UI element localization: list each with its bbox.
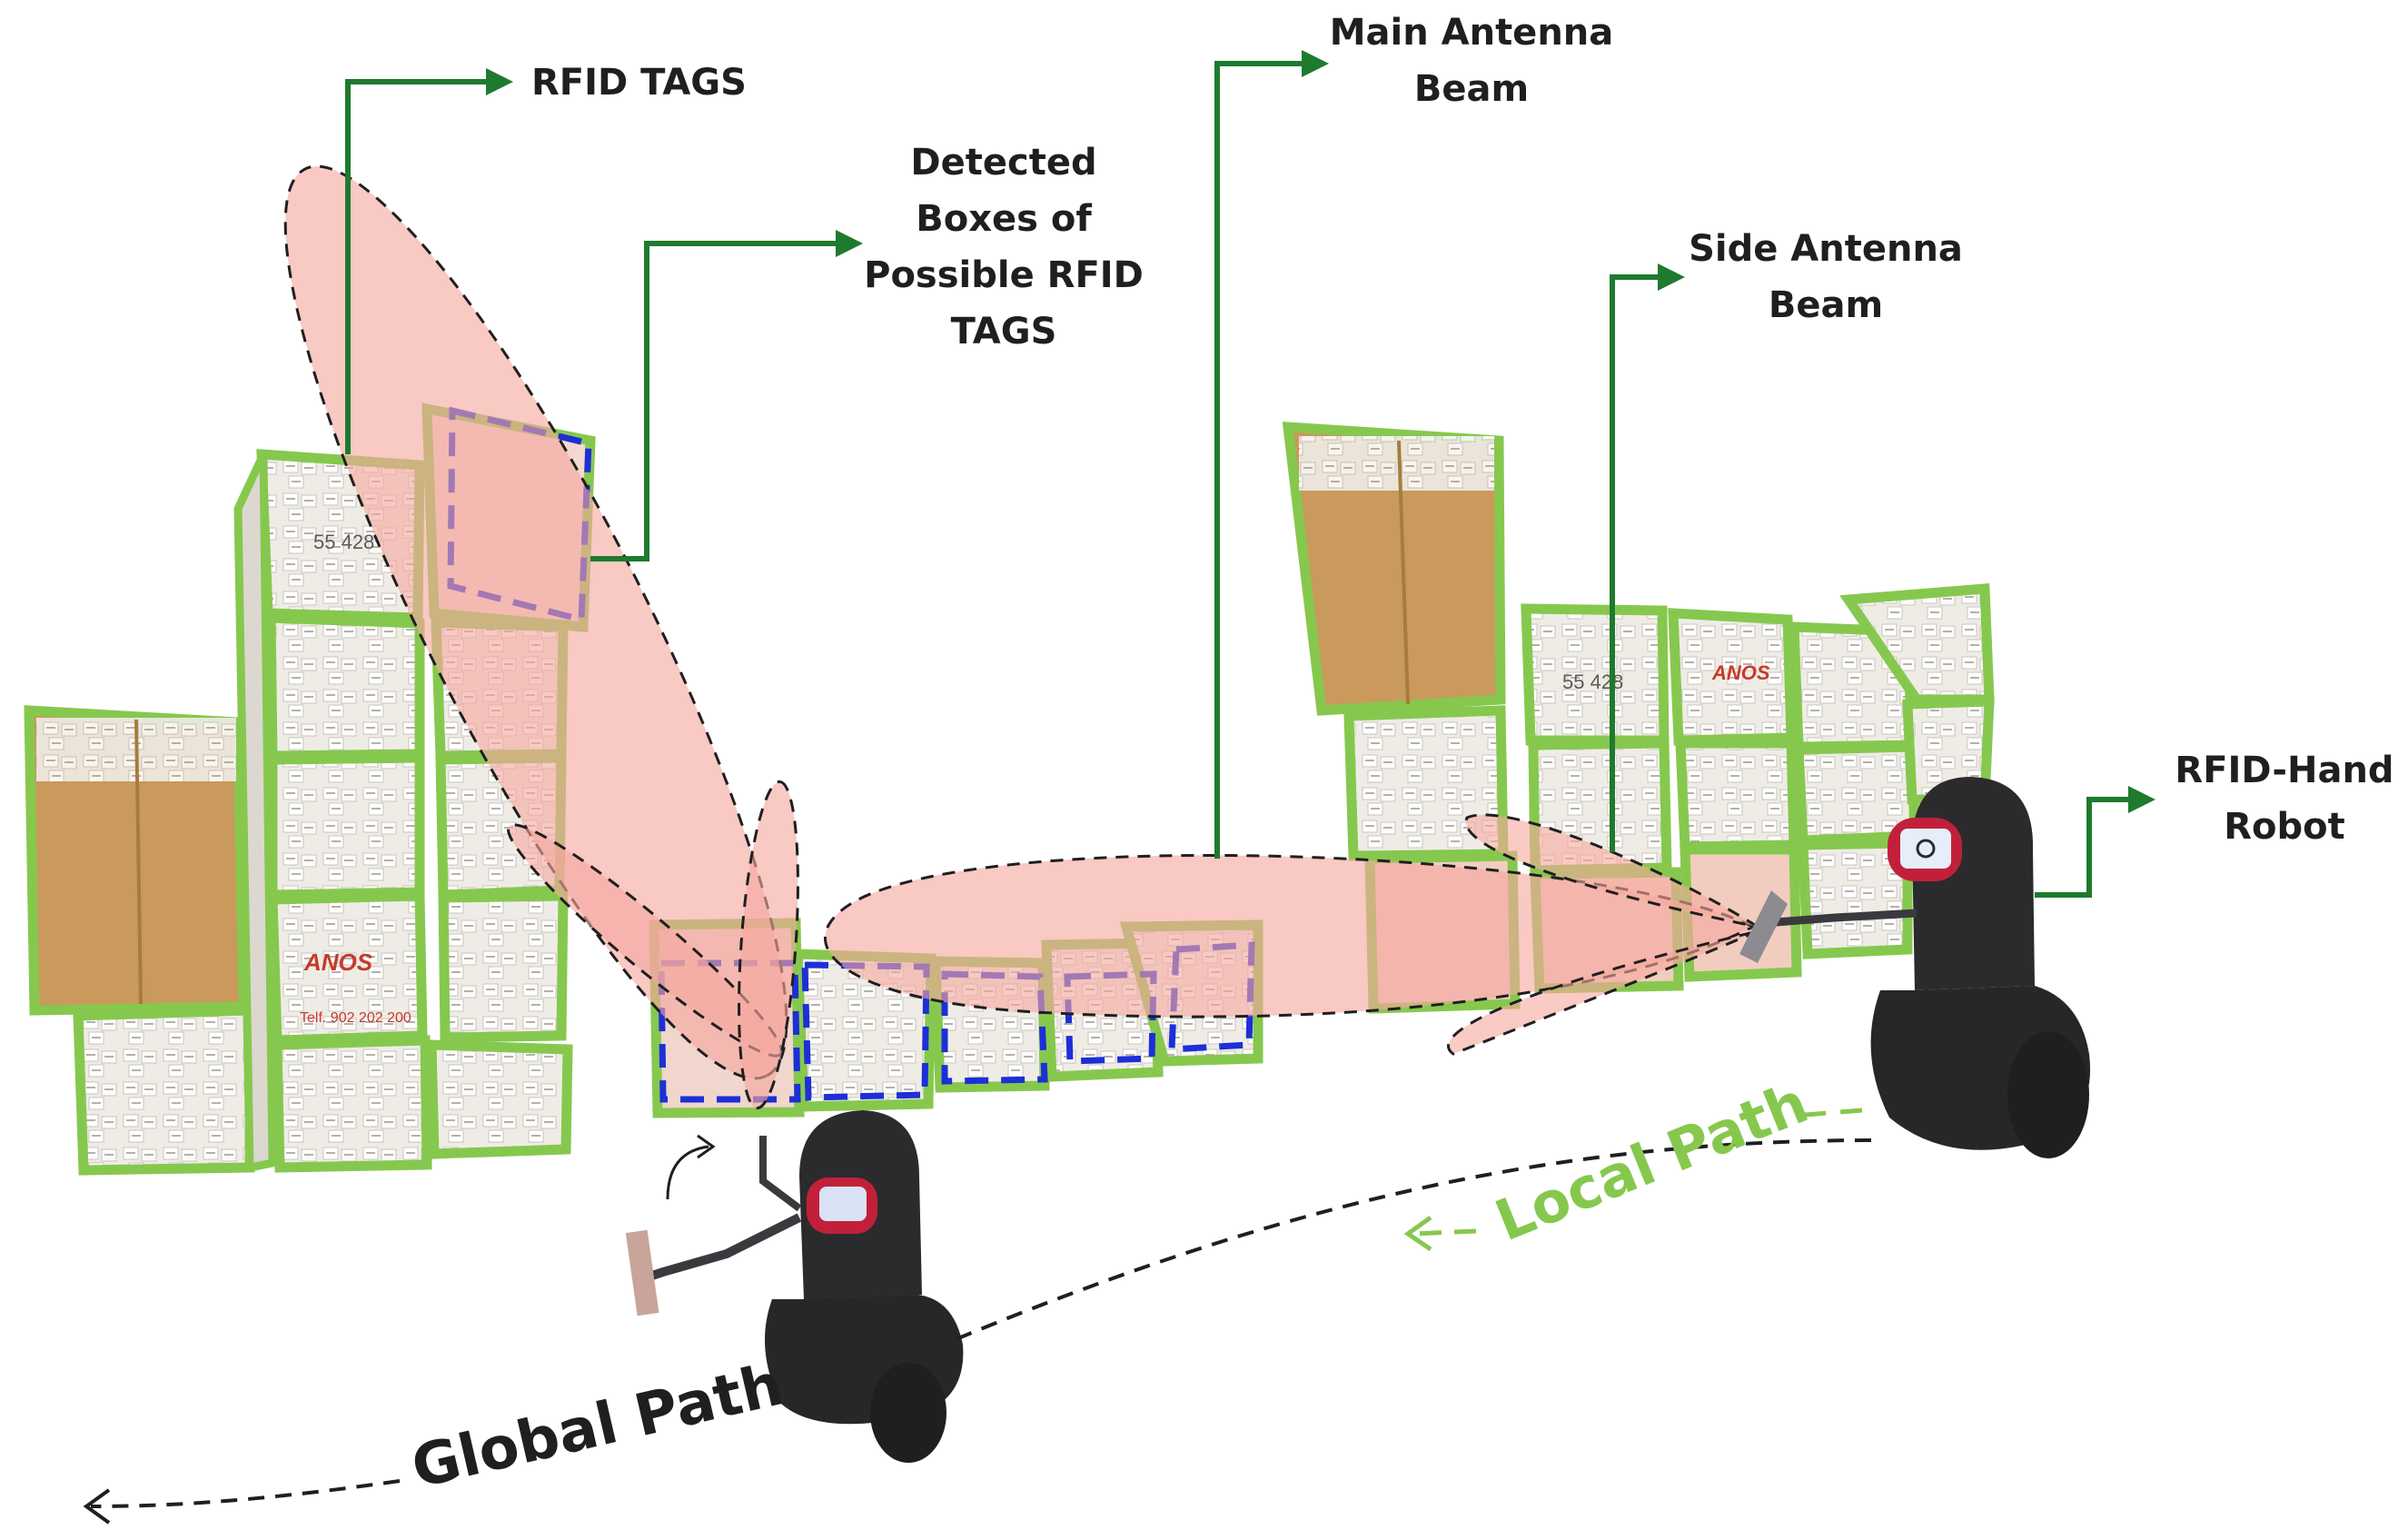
label-line: TAGS	[950, 311, 1057, 353]
tag-box	[438, 890, 569, 1043]
tag-box	[267, 752, 425, 900]
label-line: Detected	[910, 142, 1097, 184]
box-brand: ANOS	[303, 949, 373, 976]
tag-box	[73, 1005, 255, 1176]
label-line: RFID-Hand	[2175, 750, 2394, 791]
label-rfid-hand-robot: RFID-Hand Robot	[2166, 742, 2403, 855]
callout-arrow-main-beam	[1214, 50, 1329, 859]
global-path-line	[90, 1479, 401, 1508]
local-path-line	[1793, 1108, 1863, 1118]
callout-arrow-detected-boxes	[590, 230, 863, 561]
label-line: Main Antenna	[1329, 12, 1614, 54]
global-path-line	[953, 1138, 1872, 1342]
tag-box	[426, 1039, 573, 1159]
callout-arrow-rfid-tags	[345, 68, 513, 454]
callout-arrow-icon	[345, 50, 2155, 898]
tag-box	[1668, 608, 1797, 746]
rotate-arrow-icon	[697, 1134, 716, 1159]
label-rfid-tags: RFID TAGS	[531, 62, 747, 104]
tag-box	[1675, 738, 1799, 852]
rotate-arrow-icon	[666, 1145, 709, 1200]
label-line: Boxes of	[916, 198, 1092, 240]
main-antenna-beam	[823, 853, 1757, 1018]
box-brand: ANOS	[1711, 661, 1770, 684]
local-path-arrowhead	[1403, 1215, 1432, 1252]
label-line: Beam	[1768, 284, 1884, 326]
box-phone: Telf. 902 202 200	[300, 1010, 411, 1026]
right-box-stack: 55 428 ANOS	[1282, 422, 1995, 1014]
robot-icon	[625, 777, 2091, 1463]
label-line: Beam	[1413, 68, 1530, 110]
label-line: Possible RFID	[864, 254, 1144, 296]
label-line: Robot	[2224, 806, 2345, 848]
label-line: Side Antenna	[1689, 228, 1963, 270]
box-side-face	[233, 452, 277, 1173]
label-detected-boxes: Detected Boxes of Possible RFID TAGS	[840, 134, 1167, 360]
local-path-arrow	[1412, 1228, 1477, 1237]
label-side-antenna-beam: Side Antenna Beam	[1671, 221, 1980, 333]
side-antenna-beam-up	[738, 780, 799, 1110]
label-main-antenna-beam: Main Antenna Beam	[1308, 5, 1635, 117]
tag-box	[272, 1035, 432, 1173]
tag-box	[265, 612, 425, 761]
callout-arrow-side-beam	[1610, 263, 1685, 852]
detected-box-outline	[941, 970, 1048, 1085]
box-number: 55 428	[313, 531, 374, 553]
global-path-arrowhead	[83, 1488, 111, 1525]
side-antenna-beam	[1447, 929, 1759, 1056]
side-antenna-beam	[1464, 813, 1759, 929]
antenna-beams	[283, 164, 1759, 1110]
callout-arrow-robot	[2035, 786, 2155, 898]
